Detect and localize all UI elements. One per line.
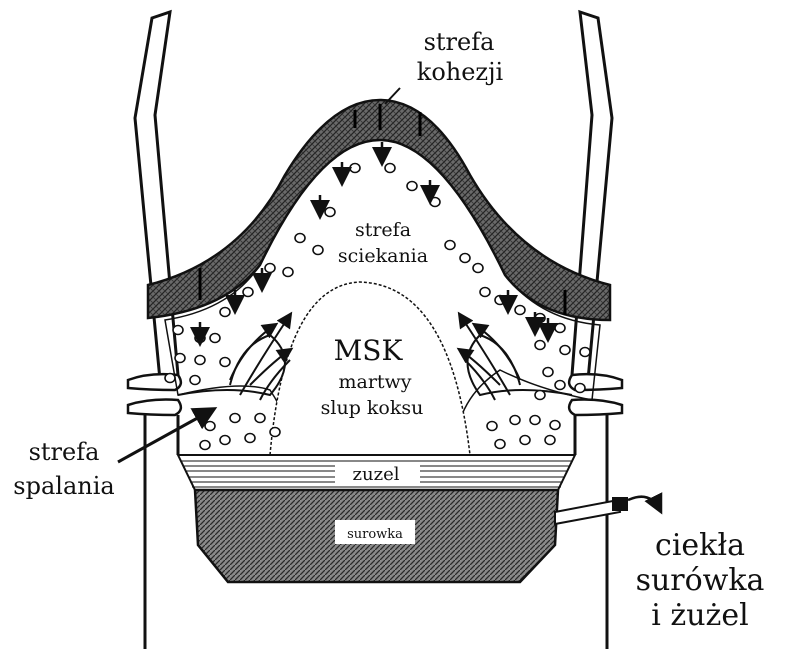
- dead-coke-column: [270, 282, 470, 455]
- droplet: [543, 368, 553, 377]
- droplet: [473, 264, 483, 273]
- droplet: [550, 421, 560, 430]
- droplet: [200, 441, 210, 450]
- raceway-left: [178, 315, 290, 400]
- droplet: [560, 346, 570, 355]
- droplet: [515, 306, 525, 315]
- cohesion-zone-label-line1: strefa: [424, 28, 495, 56]
- droplet: [195, 356, 205, 365]
- dead-coke-label-line1: martwy: [338, 371, 411, 393]
- droplet: [220, 308, 230, 317]
- droplet: [220, 358, 230, 367]
- droplet: [520, 436, 530, 445]
- droplet: [407, 182, 417, 191]
- droplet: [270, 428, 280, 437]
- droplet: [175, 354, 185, 363]
- dead-coke-label-line2: slup koksu: [321, 397, 424, 419]
- liquid-output-label-line1: ciekła: [655, 528, 745, 563]
- droplet: [265, 264, 275, 273]
- droplet: [530, 416, 540, 425]
- droplet: [495, 440, 505, 449]
- pig-iron-label: surowka: [347, 527, 403, 542]
- liquid-output-label-line3: i żużel: [651, 598, 748, 633]
- slag-label: zuzel: [353, 464, 400, 485]
- furnace-left-wall: [135, 12, 178, 380]
- droplet: [510, 416, 520, 425]
- droplet: [535, 391, 545, 400]
- droplet: [283, 268, 293, 277]
- droplet: [495, 296, 505, 305]
- droplet: [480, 288, 490, 297]
- droplet: [205, 422, 215, 431]
- droplet: [460, 254, 470, 263]
- droplet: [535, 314, 545, 323]
- droplet: [580, 348, 590, 357]
- droplet: [173, 326, 183, 335]
- droplet: [535, 341, 545, 350]
- droplet: [555, 381, 565, 390]
- combustion-zone-label-line1: strefa: [29, 438, 100, 466]
- droplet: [575, 384, 585, 393]
- droplet: [385, 164, 395, 173]
- droplet: [190, 376, 200, 385]
- liquid-output-label-line2: surówka: [636, 563, 765, 598]
- droplet: [313, 246, 323, 255]
- droplet: [220, 436, 230, 445]
- droplet: [555, 324, 565, 333]
- cohesion-zone-label-line2: kohezji: [417, 58, 504, 86]
- droplet: [430, 198, 440, 207]
- droplet: [255, 414, 265, 423]
- droplet: [445, 241, 455, 250]
- droplet: [325, 208, 335, 217]
- dripping-zone-label-line2: sciekania: [338, 245, 428, 267]
- droplet: [245, 434, 255, 443]
- tuyere-right: [569, 374, 622, 415]
- droplet: [243, 288, 253, 297]
- droplet: [295, 234, 305, 243]
- droplet: [210, 334, 220, 343]
- msk-label: MSK: [334, 334, 404, 367]
- droplet: [230, 414, 240, 423]
- combustion-zone-label-line2: spalania: [13, 472, 114, 500]
- droplet: [545, 436, 555, 445]
- droplet: [165, 374, 175, 383]
- droplet: [487, 422, 497, 431]
- droplet: [350, 164, 360, 173]
- dripping-zone-label-line1: strefa: [355, 219, 411, 241]
